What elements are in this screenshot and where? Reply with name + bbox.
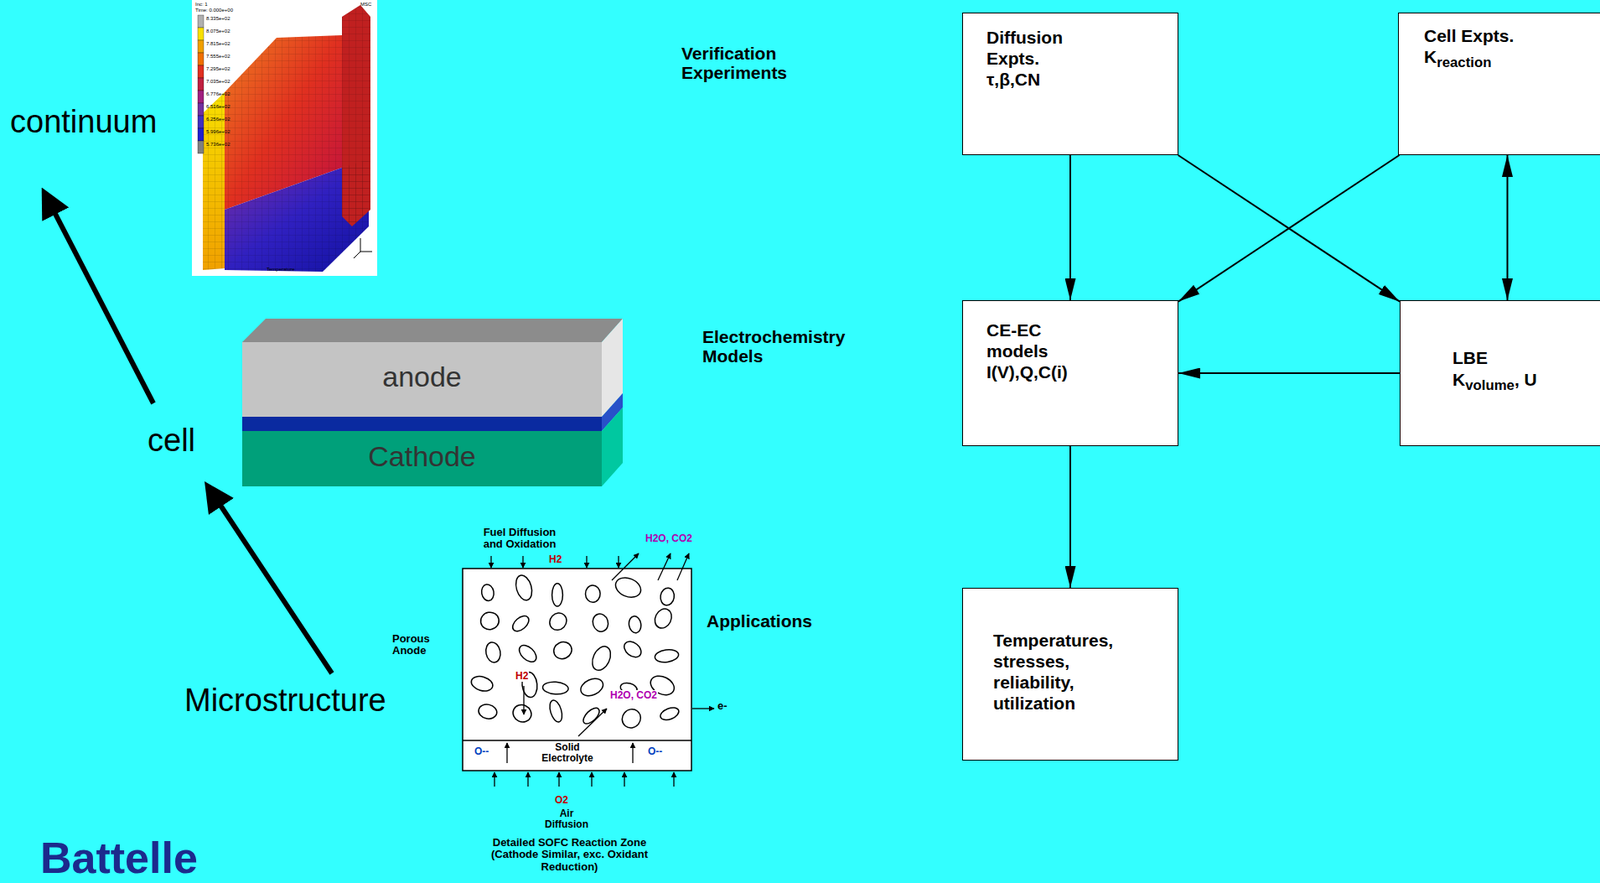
annotation: H2O, CO2	[609, 689, 658, 701]
text-line: anode	[242, 359, 602, 394]
process-box: Temperatures, stresses, reliability, uti…	[962, 587, 1179, 761]
text-line: Kvolume, U	[1452, 368, 1600, 394]
node-text: volume	[1465, 377, 1515, 394]
text-line: Cell Expts.	[1423, 25, 1592, 47]
plot-text: 8.335e+02	[206, 15, 231, 22]
annotation: O2	[554, 794, 569, 806]
plot-text: 7.815e+02	[206, 41, 231, 47]
node-text: LBE	[1452, 347, 1488, 368]
node-text: , U	[1514, 369, 1538, 389]
scale-label: cell	[147, 423, 196, 459]
text-line: CE-EC models I(V),Q,C(i)	[986, 319, 1083, 384]
plot-text: Inc: 1	[195, 1, 208, 8]
connector-arrow	[1069, 445, 1072, 588]
plot-text: 5.996e+02	[206, 129, 231, 135]
connector-arrow	[1178, 372, 1400, 374]
text-line: Temperatures, stresses, reliability, uti…	[993, 629, 1119, 715]
process-box: Cell Expts.Kreaction	[1398, 12, 1600, 156]
reaction-zone	[462, 553, 715, 787]
box-content: anode	[242, 359, 602, 399]
plot-text: 6.256e+02	[206, 116, 231, 123]
node-text: Cell Expts.	[1423, 25, 1514, 46]
annotation: O--	[647, 745, 663, 757]
cell-slab	[242, 318, 623, 487]
anode-layer: anode	[242, 341, 602, 417]
annotation: Fuel Diffusion and Oxidation	[474, 526, 565, 551]
process-box: CE-EC models I(V),Q,C(i)	[962, 300, 1179, 446]
node-text: anode	[382, 360, 462, 393]
plot-text: Temperature	[266, 266, 296, 273]
node-text: Cathode	[367, 440, 477, 472]
box-content: CE-EC models I(V),Q,C(i)	[963, 300, 1178, 389]
annotation: O--	[473, 745, 490, 757]
plot-text: Time: 0.000e+00	[195, 7, 234, 14]
plot-text: 8.075e+02	[206, 28, 231, 35]
annotation: Solid Electrolyte	[539, 741, 596, 764]
text-line: Cathode	[242, 439, 602, 474]
annotation: Porous Anode	[392, 632, 445, 658]
plot-text: 6.776e+02	[206, 91, 231, 98]
annotation: e-	[717, 699, 728, 712]
annotation: H2	[514, 670, 529, 682]
annotation: H2	[548, 554, 562, 565]
plot-text: 5.736e+02	[206, 141, 231, 148]
annotation: H2O, CO2	[645, 533, 693, 544]
temperature-plot	[191, 0, 378, 276]
connector-arrow	[1178, 155, 1400, 302]
annotation: Detailed SOFC Reaction Zone (Cathode Sim…	[471, 836, 668, 873]
box-content: LBEKvolume, U	[1400, 346, 1600, 399]
row-label: Applications	[706, 611, 813, 631]
node-text: reaction	[1436, 54, 1492, 71]
node-text: Temperatures, stresses, reliability, uti…	[993, 630, 1114, 714]
box-content: Diffusion Expts. τ,β,CN	[963, 13, 1178, 96]
logo-text: Battelle	[40, 833, 198, 882]
text-line: Kreaction	[1423, 46, 1592, 72]
row-label: Electrochemistry Models	[702, 326, 870, 366]
plot-text: 6.516e+02	[206, 103, 231, 110]
node-text: Diffusion Expts. τ,β,CN	[986, 27, 1063, 89]
box-content: Cell Expts.Kreaction	[1398, 13, 1600, 77]
text-line: Diffusion Expts. τ,β,CN	[986, 26, 1083, 91]
text-line: LBE	[1452, 346, 1600, 368]
connector-arrow	[1178, 155, 1400, 302]
plot-text: 7.555e+02	[206, 53, 231, 60]
annotation: Air Diffusion	[539, 807, 594, 830]
connector-arrow	[1506, 155, 1509, 301]
scale-label: continuum	[10, 104, 157, 140]
scale-label: Microstructure	[184, 683, 387, 719]
node-text: K	[1452, 369, 1466, 389]
box-content: Cathode	[242, 439, 602, 479]
cathode-layer: Cathode	[242, 430, 602, 487]
process-box: Diffusion Expts. τ,β,CN	[962, 12, 1179, 156]
plot-text: MSC	[360, 1, 372, 8]
plot-text: 7.035e+02	[206, 78, 231, 85]
connector-arrow	[1069, 155, 1072, 301]
process-box: LBEKvolume, U	[1399, 300, 1600, 446]
plot-text: 7.295e+02	[206, 66, 231, 73]
node-text: K	[1423, 46, 1437, 67]
node-text: CE-EC models I(V),Q,C(i)	[986, 320, 1068, 382]
row-label: Verification Experiments	[681, 43, 824, 83]
box-content: Temperatures, stresses, reliability, uti…	[963, 629, 1178, 720]
